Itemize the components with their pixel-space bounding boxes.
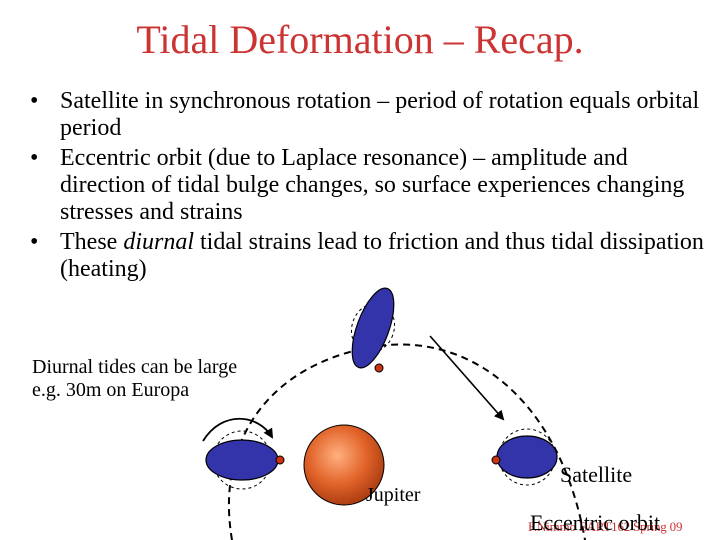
bullet-text-post: tidal strains lead to friction and thus … — [60, 229, 704, 282]
bullet-text-emphasis: diurnal — [123, 229, 194, 255]
satellite-top — [350, 287, 396, 369]
bullet-text: Eccentric orbit (due to Laplace resonanc… — [60, 145, 685, 225]
tidal-marker-top — [374, 363, 384, 373]
tidal-marker-left — [275, 455, 285, 465]
rotation-arrow — [202, 417, 274, 442]
bullet-marker: • — [30, 88, 39, 114]
bullet-marker: • — [30, 145, 39, 171]
bullet-text: Satellite in synchronous rotation – peri… — [60, 88, 700, 141]
bullet-item: • Satellite in synchronous rotation – pe… — [28, 88, 708, 142]
tidal-marker-right — [491, 455, 501, 465]
bullet-marker: • — [30, 229, 39, 255]
satellite-pointer-line — [429, 335, 505, 421]
diurnal-tides-note: Diurnal tides can be large e.g. 30m on E… — [32, 356, 238, 401]
jupiter-planet — [303, 424, 385, 506]
bullet-text-pre: These — [60, 229, 124, 255]
footer-credit: F.Nimmo EART162 Spring 09 — [528, 519, 683, 534]
bullet-list: • Satellite in synchronous rotation – pe… — [28, 88, 708, 286]
bullet-item: • Eccentric orbit (due to Laplace resona… — [28, 145, 708, 226]
eccentric-orbit-label: Eccentric orbit — [530, 510, 661, 535]
jupiter-label: Jupiter — [366, 484, 421, 506]
satellite-left — [205, 430, 279, 490]
satellite-label: Satellite — [560, 462, 633, 487]
page-title: Tidal Deformation – Recap. — [136, 17, 584, 62]
bullet-item: • These diurnal tidal strains lead to fr… — [28, 229, 708, 283]
